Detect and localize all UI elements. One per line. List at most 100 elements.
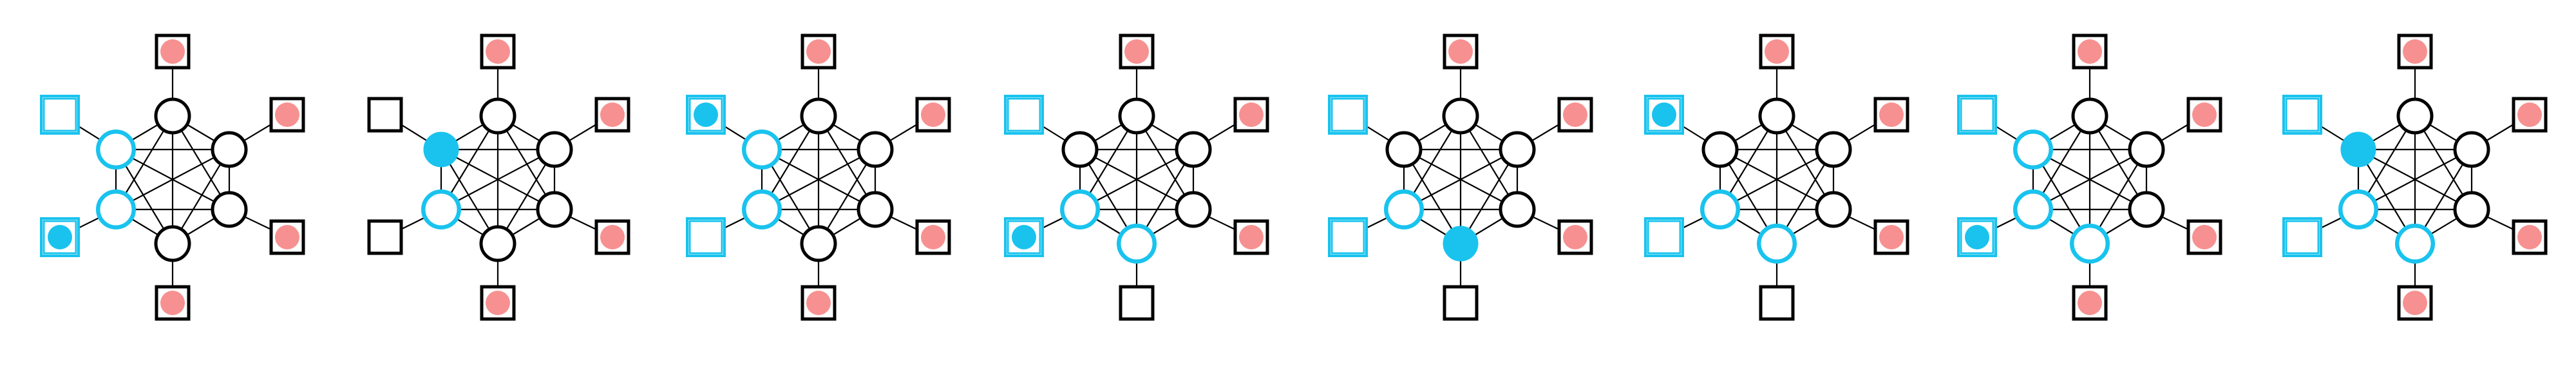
graph-node — [1062, 191, 1098, 228]
marker-dot — [160, 39, 185, 64]
graph-node — [2396, 97, 2434, 135]
leaf-square — [1759, 285, 1795, 321]
marker-dot — [486, 39, 510, 64]
graph-node — [2128, 191, 2165, 228]
graph-node — [98, 131, 134, 168]
panel-7 — [1957, 34, 2222, 321]
marker-dot — [160, 291, 185, 315]
marker-dot — [2517, 225, 2542, 249]
marker-dot — [1563, 102, 1587, 127]
leaf-square — [1443, 285, 1479, 321]
marker-dot — [1765, 39, 1789, 64]
leaf-square — [1331, 97, 1365, 132]
marker-dot — [1448, 39, 1473, 64]
panel-1 — [40, 34, 305, 321]
filled-node — [2340, 131, 2376, 168]
graph-node — [1815, 191, 1852, 228]
graph-node — [1175, 131, 1212, 168]
graph-node — [2453, 191, 2490, 228]
marker-dot — [1879, 102, 1904, 127]
marker-dot — [1124, 39, 1149, 64]
edge — [2358, 149, 2472, 210]
leaf-square — [1331, 220, 1365, 255]
graph-node — [1061, 131, 1099, 168]
leaf-square — [1119, 285, 1155, 321]
leaf-square — [367, 97, 403, 133]
graph-node — [211, 191, 248, 228]
graph-node — [479, 97, 516, 135]
graph-node — [1386, 191, 1422, 228]
graph-node — [1385, 131, 1423, 168]
edge — [115, 149, 230, 210]
marker-dot — [600, 102, 625, 127]
marker-dot — [275, 225, 299, 249]
graph-node — [2015, 131, 2051, 168]
graph-node — [2397, 226, 2433, 262]
edge — [761, 149, 876, 210]
highlight-marker — [1965, 225, 1989, 249]
graph-node — [1815, 131, 1852, 168]
edge — [1719, 149, 1834, 210]
graph-node — [2340, 191, 2376, 228]
marker-dot — [2192, 102, 2217, 127]
graph-node — [2128, 131, 2165, 168]
graph-node — [744, 131, 780, 168]
graph-node — [1119, 226, 1155, 262]
filled-node — [1443, 226, 1479, 262]
marker-dot — [2078, 291, 2102, 315]
graph-node — [2015, 191, 2051, 228]
edge — [2032, 149, 2147, 210]
leaf-square — [688, 220, 723, 255]
graph-node — [536, 191, 573, 228]
graph-node — [1118, 97, 1155, 135]
panel-3 — [686, 34, 951, 321]
graph-node — [857, 191, 894, 228]
marker-dot — [806, 39, 831, 64]
highlight-marker — [1652, 102, 1676, 127]
edge — [1079, 149, 1194, 210]
highlight-marker — [694, 102, 718, 127]
panel-5 — [1328, 34, 1593, 321]
leaf-square — [367, 219, 403, 255]
graph-node — [1499, 191, 1536, 228]
marker-dot — [2403, 39, 2427, 64]
graph-node — [1442, 97, 1479, 135]
marker-dot — [2192, 225, 2217, 249]
leaf-square — [2285, 220, 2320, 255]
marker-dot — [1239, 225, 1264, 249]
leaf-square — [2285, 97, 2320, 132]
marker-dot — [2403, 291, 2427, 315]
marker-dot — [1879, 225, 1904, 249]
marker-dot — [921, 225, 945, 249]
graph-node — [536, 131, 573, 168]
marker-dot — [1563, 225, 1587, 249]
graph-node — [744, 191, 780, 228]
graph-node — [211, 131, 248, 168]
panel-6 — [1644, 34, 1909, 321]
leaf-square — [1960, 97, 1994, 132]
graph-node — [1499, 131, 1536, 168]
marker-dot — [486, 291, 510, 315]
graph-node — [1702, 191, 1738, 228]
marker-dot — [2517, 102, 2542, 127]
edge — [440, 149, 555, 210]
leaf-square — [1647, 220, 1681, 255]
marker-dot — [600, 225, 625, 249]
filled-node — [423, 131, 459, 168]
graph-node — [800, 97, 837, 135]
marker-dot — [275, 102, 299, 127]
graph-node — [2071, 97, 2108, 135]
graph-node — [1701, 131, 1739, 168]
leaf-square — [43, 97, 77, 132]
highlight-marker — [1012, 225, 1036, 249]
graph-node — [1758, 97, 1795, 135]
marker-dot — [921, 102, 945, 127]
graph-node — [154, 97, 191, 135]
graph-node — [479, 225, 516, 262]
edge — [1403, 149, 1518, 210]
marker-dot — [806, 291, 831, 315]
graph-node — [800, 225, 837, 262]
panel-4 — [1004, 34, 1269, 321]
graph-node — [154, 225, 191, 262]
